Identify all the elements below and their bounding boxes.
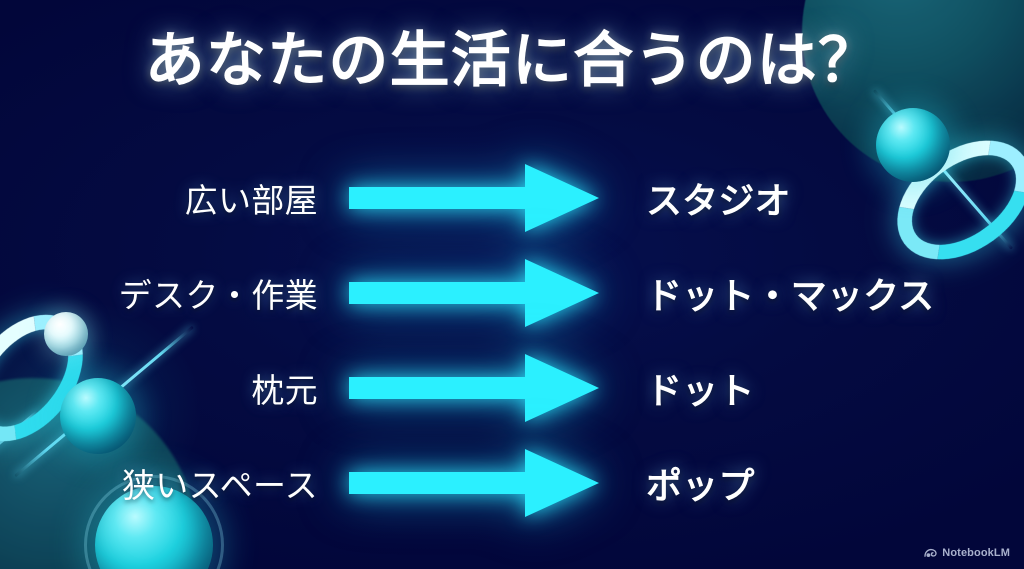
arrow-right-icon xyxy=(318,257,630,329)
row-condition-label: 枕元 xyxy=(251,371,318,409)
row-result-label: ドット・マックス xyxy=(646,274,935,316)
watermark: NotebookLM xyxy=(924,547,1010,559)
mapping-row: 広い部屋 スタジオ xyxy=(0,150,1024,245)
row-result-label: ポップ xyxy=(646,464,755,506)
arrow-right-icon xyxy=(318,352,630,424)
notebooklm-logo-icon xyxy=(924,548,937,559)
arrow-right-icon xyxy=(318,162,630,234)
arrow-right-icon xyxy=(318,447,630,519)
row-result-label: スタジオ xyxy=(646,179,791,221)
mapping-list: 広い部屋 スタジオ デスク・作業 ドット・マックス 枕元 xyxy=(0,150,1024,530)
watermark-label: NotebookLM xyxy=(942,547,1010,559)
row-result-label: ドット xyxy=(646,369,755,411)
mapping-row: 狭いスペース ポップ xyxy=(0,435,1024,530)
mapping-row: デスク・作業 ドット・マックス xyxy=(0,245,1024,340)
row-condition-label: 広い部屋 xyxy=(184,181,318,219)
row-condition-label: デスク・作業 xyxy=(118,276,318,314)
row-condition-label: 狭いスペース xyxy=(121,466,318,504)
mapping-row: 枕元 ドット xyxy=(0,340,1024,435)
page-title: あなたの生活に合うのは？ xyxy=(144,27,880,94)
